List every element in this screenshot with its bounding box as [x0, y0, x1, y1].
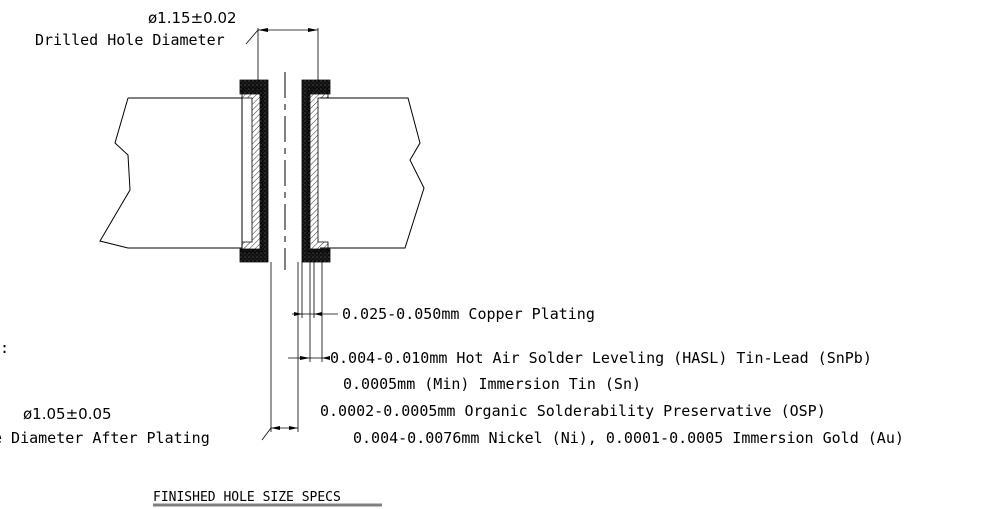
after-plating-label: e Diameter After Plating — [0, 429, 210, 447]
pcb-substrate-left — [99, 97, 243, 249]
copper-plating-label: 0.025-0.050mm Copper Plating — [342, 305, 595, 323]
drilled-hole-label: Drilled Hole Diameter — [35, 31, 225, 49]
pcb-substrate-right — [320, 97, 425, 249]
clipped-text-fragment: : — [0, 339, 9, 357]
drilled-leader — [245, 29, 259, 45]
finish-osp: 0.0002-0.0005mm Organic Solderability Pr… — [320, 402, 826, 420]
finish-immersion-tin: 0.0005mm (Min) Immersion Tin (Sn) — [343, 375, 641, 393]
after-plating-leader — [261, 427, 272, 441]
copper-plating-right — [307, 87, 329, 253]
finish-hasl: 0.004-0.010mm Hot Air Solder Leveling (H… — [330, 349, 872, 367]
drawing-title: FINISHED HOLE SIZE SPECS — [153, 490, 341, 505]
drilled-hole-dimension: ø1.15±0.02 — [148, 9, 237, 27]
after-plating-dimension: ø1.05±0.05 — [23, 405, 112, 423]
finish-enig: 0.004-0.0076mm Nickel (Ni), 0.0001-0.000… — [353, 429, 904, 447]
copper-plating-left — [241, 87, 263, 253]
